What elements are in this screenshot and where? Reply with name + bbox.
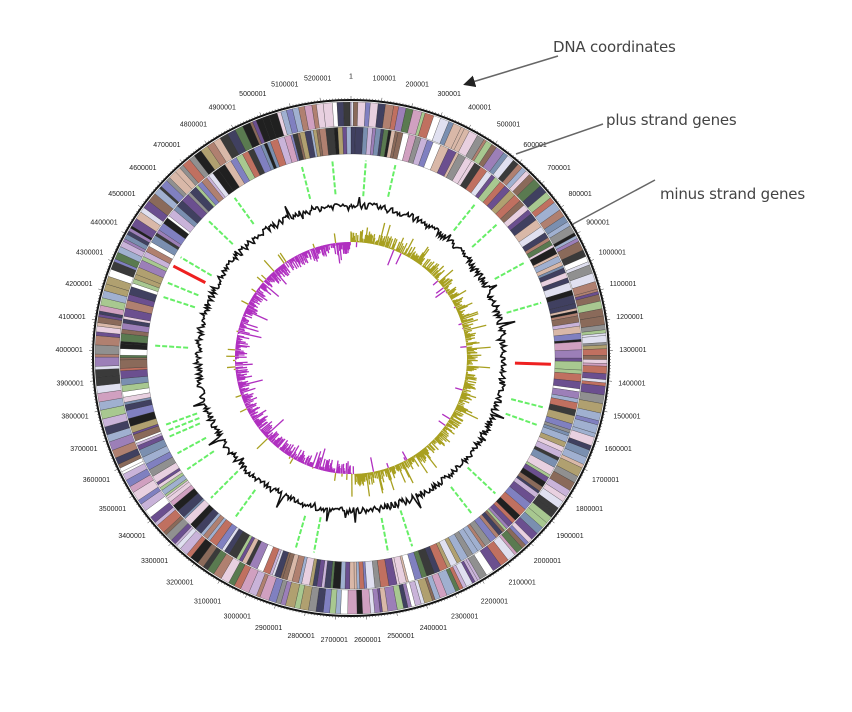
coordinate-tick-label: 2800001 bbox=[287, 633, 314, 640]
coordinate-tick-label: 2900001 bbox=[255, 625, 282, 632]
plus-strand-gene bbox=[582, 348, 608, 356]
coordinate-tick-label: 3200001 bbox=[166, 580, 193, 587]
coordinate-tick-label: 1600001 bbox=[605, 446, 632, 453]
coordinate-tick-label: 4200001 bbox=[65, 281, 92, 288]
coordinate-tick-label: 3300001 bbox=[141, 558, 168, 565]
minus-strand-gene bbox=[349, 561, 355, 590]
dna-coordinates-label: DNA coordinates bbox=[553, 38, 676, 56]
minus-strand-gene bbox=[119, 359, 148, 369]
coordinate-tick-label: 1700001 bbox=[592, 477, 619, 484]
coordinate-tick-label: 1300001 bbox=[619, 347, 646, 354]
plus-strand-gene bbox=[336, 101, 345, 127]
plus-strand-gene bbox=[94, 344, 120, 355]
coordinate-tick-label: 2200001 bbox=[481, 598, 508, 605]
plus-strand-gene bbox=[582, 355, 608, 360]
coordinate-tick-label: 1200001 bbox=[616, 314, 643, 321]
coordinate-tick-label: 2400001 bbox=[420, 625, 447, 632]
coordinate-tick-label: 3600001 bbox=[83, 477, 110, 484]
coordinate-tick-label: 2000001 bbox=[534, 558, 561, 565]
coordinate-tick-label: 3500001 bbox=[99, 506, 126, 513]
coordinate-tick-label: 4300001 bbox=[76, 250, 103, 257]
minus-strand-gene bbox=[346, 126, 352, 155]
coordinate-tick-label: 700001 bbox=[547, 165, 570, 172]
coordinate-tick-label: 300001 bbox=[438, 91, 461, 98]
minus-strand-genes-arrow bbox=[572, 179, 656, 225]
coordinate-tick-label: 3900001 bbox=[56, 381, 83, 388]
gc-content-track bbox=[191, 196, 516, 523]
plus-strand-gene bbox=[582, 359, 608, 364]
coordinate-tick-label: 4500001 bbox=[108, 191, 135, 198]
plus-strand-gene bbox=[356, 589, 363, 615]
coordinate-tick-label: 200001 bbox=[406, 81, 429, 88]
coordinate-tick-label: 4600001 bbox=[129, 165, 156, 172]
annotation-arrows bbox=[463, 55, 656, 225]
minus-strand-gene bbox=[119, 357, 148, 360]
coordinate-tick-label: 3100001 bbox=[194, 598, 221, 605]
plus-strand-gene bbox=[340, 589, 349, 615]
plus-strand-genes-arrow bbox=[515, 123, 604, 155]
plus-strand-genes-label: plus strand genes bbox=[606, 111, 737, 129]
plus-strand-gene bbox=[349, 101, 352, 127]
coordinate-tick-label: 5100001 bbox=[271, 81, 298, 88]
coordinate-tick-label: 2100001 bbox=[508, 580, 535, 587]
coordinate-tick-label: 3400001 bbox=[118, 533, 145, 540]
plus-strand-gene-ring bbox=[94, 101, 608, 615]
coordinate-tick-label: 4400001 bbox=[90, 219, 117, 226]
coordinate-tick-label: 900001 bbox=[586, 219, 609, 226]
coordinate-tick-label: 1800001 bbox=[576, 506, 603, 513]
ring-outlines bbox=[89, 96, 613, 620]
coordinate-tick-label: 1400001 bbox=[618, 381, 645, 388]
gc-skew-track bbox=[226, 222, 491, 497]
plus-strand-gene bbox=[353, 101, 359, 127]
rna-mark-track bbox=[153, 160, 551, 553]
coordinate-tick-label: 400001 bbox=[468, 105, 491, 112]
minus-strand-gene-ring bbox=[119, 126, 583, 590]
coordinate-tick-label: 3700001 bbox=[70, 446, 97, 453]
coordinate-tick-label: 3000001 bbox=[224, 614, 251, 621]
coordinate-tick-label: 2300001 bbox=[451, 614, 478, 621]
minus-strand-gene bbox=[554, 349, 583, 359]
coordinate-tick-label: 3800001 bbox=[61, 414, 88, 421]
minus-strand-genes-label: minus strand genes bbox=[660, 185, 805, 203]
plus-strand-gene bbox=[347, 589, 358, 615]
coordinate-tick-label: 4700001 bbox=[153, 142, 180, 149]
coordinate-tick-label: 4900001 bbox=[209, 105, 236, 112]
coordinate-tick-label: 4100001 bbox=[58, 314, 85, 321]
coordinate-tick-label: 2700001 bbox=[321, 637, 348, 644]
coordinate-tick-label: 600001 bbox=[523, 142, 546, 149]
coordinate-tick-label: 1000001 bbox=[599, 250, 626, 257]
coordinate-tick-label: 100001 bbox=[373, 75, 396, 82]
coordinate-tick-label: 1900001 bbox=[556, 533, 583, 540]
coordinate-tick-label: 800001 bbox=[568, 191, 591, 198]
plus-strand-gene bbox=[350, 101, 354, 127]
coordinate-tick-label: 5200001 bbox=[304, 75, 331, 82]
minus-strand-gene bbox=[344, 561, 350, 590]
minus-strand-gene bbox=[350, 126, 356, 155]
coordinate-tick-label: 500001 bbox=[497, 122, 520, 129]
minus-strand-gene bbox=[554, 358, 583, 362]
coordinate-tick-label: 2600001 bbox=[354, 637, 381, 644]
plus-strand-gene bbox=[343, 101, 351, 127]
coordinate-tick-label: 2500001 bbox=[387, 633, 414, 640]
dna-coordinates-arrow bbox=[463, 55, 559, 88]
plus-strand-gene bbox=[94, 356, 120, 367]
plus-strand-gene bbox=[94, 353, 120, 358]
coordinate-tick-label: 4800001 bbox=[180, 122, 207, 129]
coordinate-tick-label: 5000001 bbox=[239, 91, 266, 98]
coordinate-tick-label: 1500001 bbox=[613, 414, 640, 421]
coordinate-tick-label: 4000001 bbox=[55, 347, 82, 354]
minus-strand-gene bbox=[554, 360, 583, 371]
coordinate-tick-label: 1 bbox=[349, 74, 353, 81]
coordinate-tick-label: 1100001 bbox=[610, 281, 637, 288]
